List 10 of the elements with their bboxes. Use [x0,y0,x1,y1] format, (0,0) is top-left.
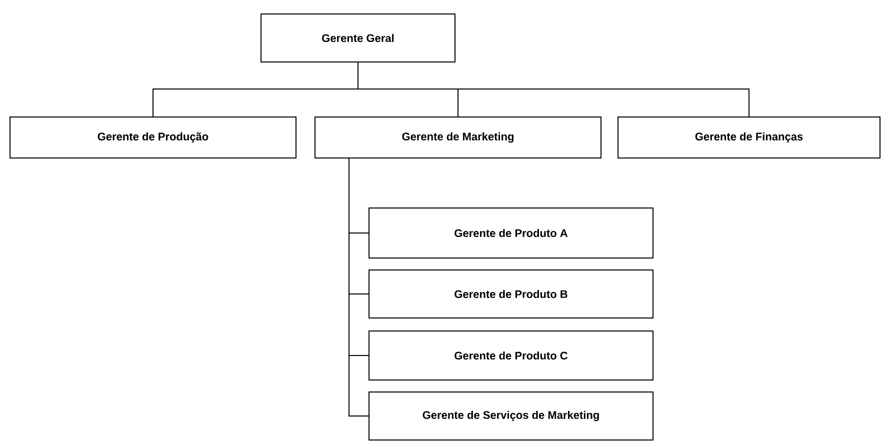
org-box: Gerente de Produção [10,116,296,158]
org-box: Gerente de Produto C [368,330,654,380]
org-box: Gerente de Serviços de Marketing [368,392,654,440]
org-box: Gerente de Produto A [368,208,654,258]
org-box: Gerente Geral [260,14,456,62]
connector-line [358,62,750,117]
org-box: Gerente de Marketing [314,116,602,158]
org-box: Gerente de Produto B [368,270,654,318]
connector-line [348,158,369,416]
org-box: Gerente de Finanças [618,116,880,158]
